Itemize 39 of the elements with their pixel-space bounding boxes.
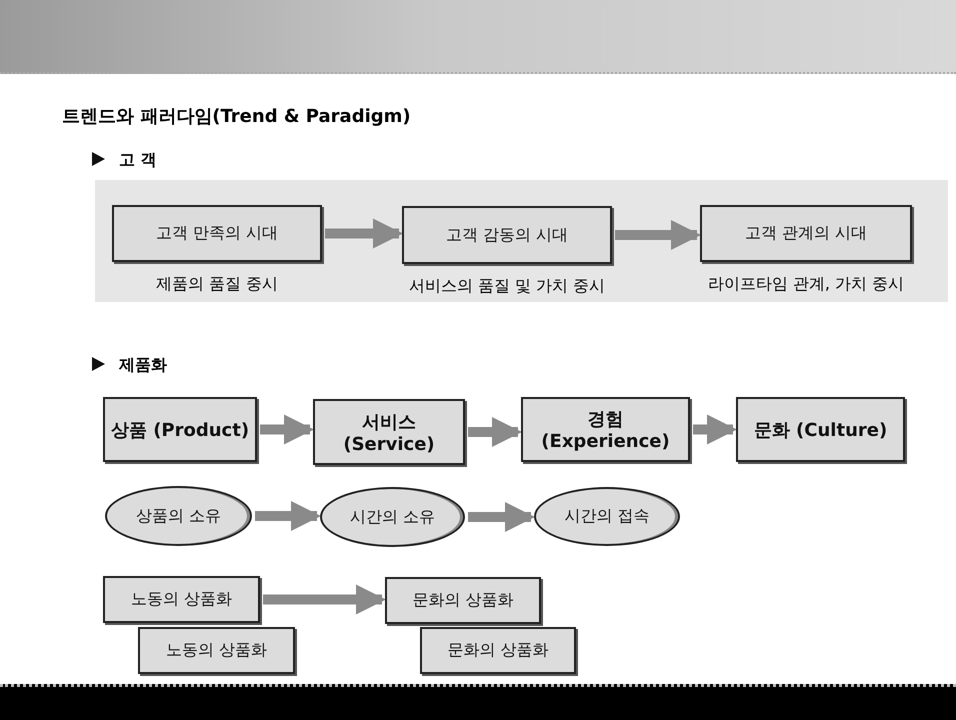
arrow [693,414,737,444]
arrow [615,220,701,250]
title: 트렌드와 패러다임(Trend & Paradigm) [62,105,411,128]
section-heading: 고 객 [119,150,157,169]
node-text: 문화 (Culture) [754,418,888,442]
node-text: 고객 감동의 시대 [446,224,568,246]
node-text: 상품의 소유 [136,506,222,526]
node-text: 서비스 (Service) [342,410,436,454]
arrow [468,502,535,532]
arrow [260,414,314,444]
node-text: 시간의 접속 [564,506,650,527]
process-box [521,397,690,462]
process-box [138,627,295,674]
caption-text: 라이프타임 관계, 가치 중시 [708,274,904,295]
caption-text: 제품의 품질 중시 [156,274,278,295]
node-text: 경험 (Experience) [540,408,671,452]
node-text: 고객 만족의 시대 [156,223,278,244]
process-box [103,397,257,462]
section-heading: 제품화 [119,355,167,374]
node-text: 노동의 상품화 [166,640,268,661]
node-text: 고객 관계의 시대 [744,223,868,244]
node-text: 문화의 상품화 [412,590,514,611]
arrow [263,584,386,614]
process-box [103,576,260,623]
process-box [420,627,576,674]
arrow [468,417,522,447]
arrow [255,501,321,531]
process-box [385,577,541,624]
process-box [700,205,912,262]
node-text: 문화의 상품화 [447,640,549,661]
node-text: 상품 (Product) [110,418,250,442]
process-box [313,399,465,465]
caption-text: 서비스의 품질 및 가치 중시 [408,276,606,297]
process-box [112,205,322,262]
node-text: 노동의 상품화 [130,589,232,610]
node-text: 시간의 소유 [350,506,436,528]
process-box [736,397,905,462]
process-box [402,206,612,264]
arrow [325,218,403,248]
